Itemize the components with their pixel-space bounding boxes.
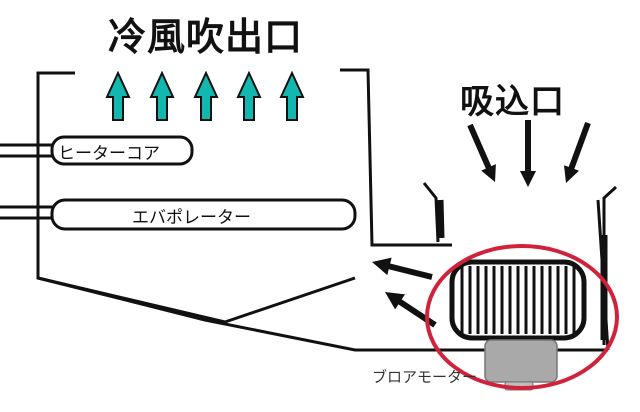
up-arrow-icon <box>279 70 305 121</box>
duct-outline-right <box>340 68 452 247</box>
up-arrow-icon <box>105 70 131 121</box>
outlet-arrows <box>105 70 305 121</box>
blower-motor-label: ブロアモーター <box>372 368 478 386</box>
heater-core-body <box>50 135 194 166</box>
up-arrow-icon <box>149 70 175 121</box>
blower-fan <box>449 259 587 341</box>
intake-left-wall <box>422 182 440 243</box>
inlet-arrows <box>467 120 591 187</box>
blower-motor-body <box>484 339 558 383</box>
blower-highlight-circle <box>425 244 619 390</box>
inlet-title: 吸込口 <box>460 82 565 122</box>
outlet-title: 冷風吹出口 <box>108 15 304 59</box>
evaporator-body <box>50 198 357 231</box>
heater-core <box>0 135 194 166</box>
intake-funnel <box>422 182 618 345</box>
left-arrow-icon <box>372 257 433 280</box>
duct-outline-bottom <box>37 276 608 352</box>
down-arrow-icon <box>564 122 591 183</box>
blower-motor <box>484 339 558 391</box>
down-arrow-icon <box>520 120 536 187</box>
left-arrow-icon <box>385 292 437 328</box>
down-arrow-icon <box>467 123 496 182</box>
evaporator-label: エバポレーター <box>132 208 251 228</box>
airflow-arrows <box>372 257 437 328</box>
intake-left-lip <box>436 199 445 239</box>
duct-outline-left <box>36 71 356 324</box>
up-arrow-icon <box>236 70 262 121</box>
heater-core-label: ヒーターコア <box>58 144 160 164</box>
up-arrow-icon <box>193 70 219 121</box>
evaporator <box>0 198 357 231</box>
